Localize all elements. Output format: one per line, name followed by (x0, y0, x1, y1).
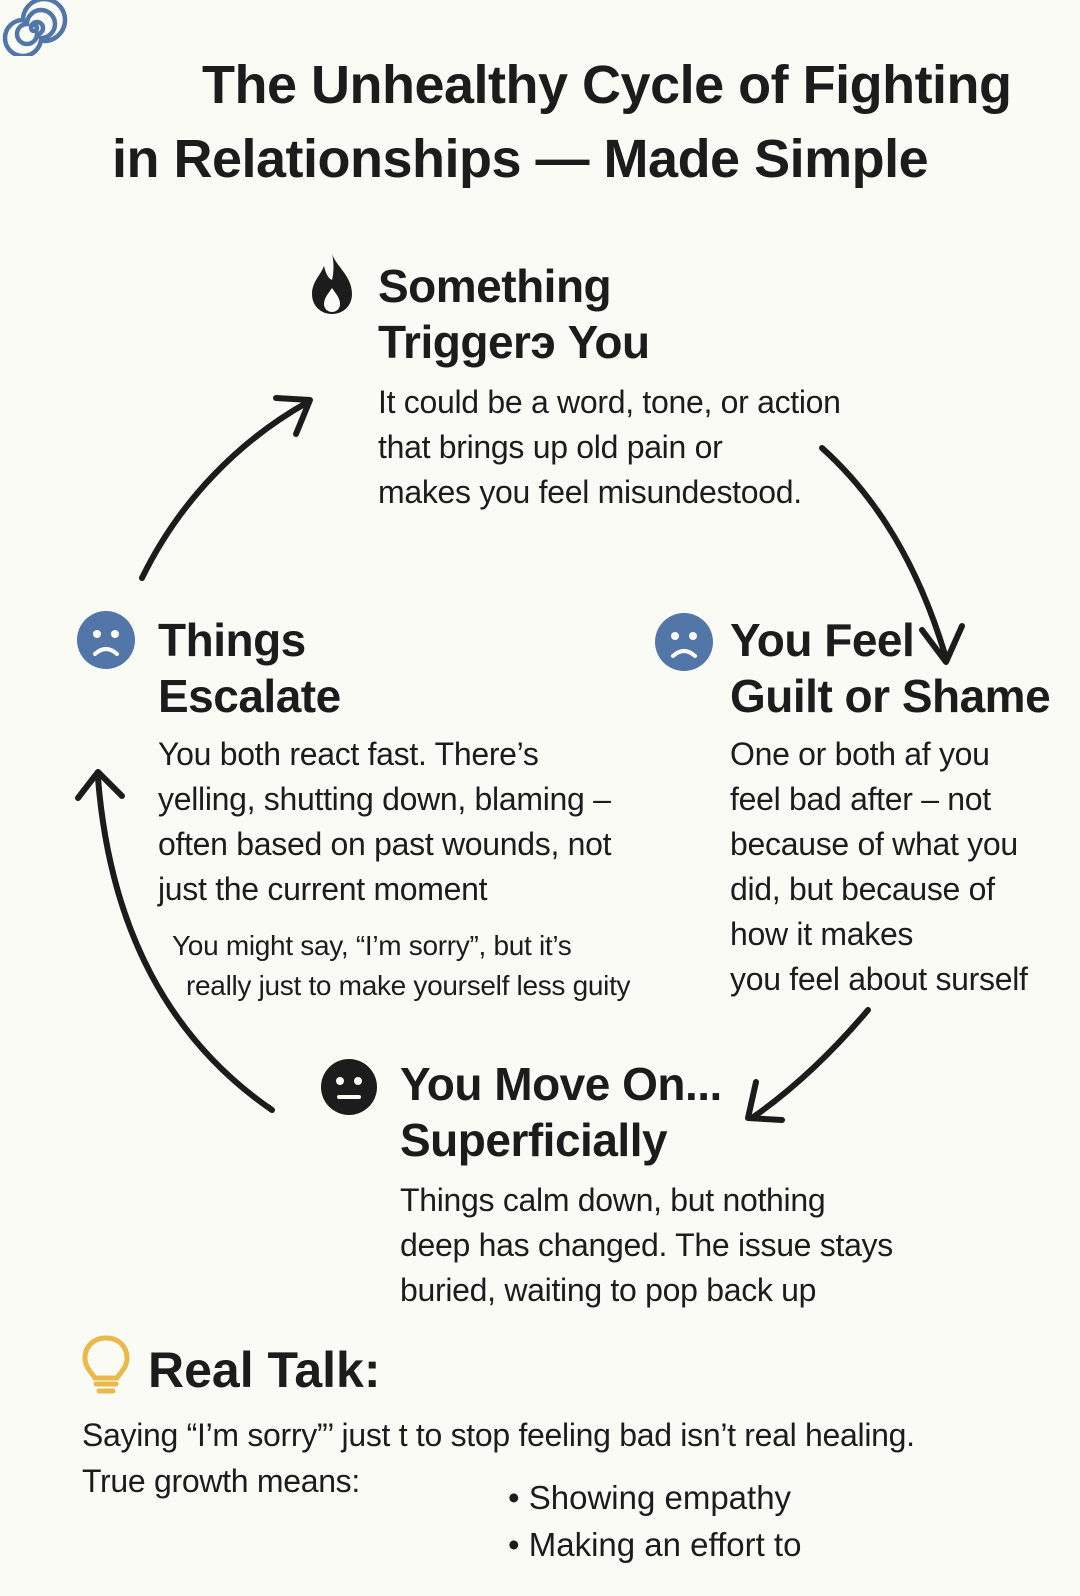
step-escalate-description: You both react fast. There’s yelling, sh… (158, 736, 612, 907)
list-item: Showing empathy (508, 1474, 801, 1521)
flame-icon (312, 254, 352, 314)
neutral-face-icon (321, 1059, 377, 1115)
step-guilt-heading: You Feel Guilt or Shame (730, 614, 1051, 722)
sad-face-icon (77, 611, 135, 669)
step-move-on-heading: You Move On... Superficially (400, 1058, 722, 1166)
step-trigger-description: It could be a word, tone, or action that… (378, 384, 841, 510)
step-move-on-description: Things calm down, but nothing deep has c… (400, 1182, 893, 1308)
real-talk-heading: Real Talk: (148, 1342, 381, 1398)
arrow-guilt-to-move-on (749, 1007, 871, 1121)
spiral-icon (2, 0, 68, 59)
step-escalate-heading: Things Escalate (158, 614, 341, 722)
title-line-2: in Relationships — Made Simple (112, 129, 929, 189)
arrow-escalate-to-trigger (139, 399, 311, 581)
step-escalate-note: You might say, “I’m sorry”, but it’s rea… (172, 930, 631, 1001)
list-item: Making an effort to (508, 1521, 802, 1568)
title-line-1: The Unhealthy Cycle of Fighting (202, 55, 1012, 115)
real-talk-body: Saying “I’m sorry”’ just t to stop feeli… (82, 1417, 915, 1499)
step-guilt-description: One or both af you feel bad after – not … (730, 736, 1028, 997)
step-trigger-heading: Something Triggerэ You (378, 260, 650, 368)
lightbulb-icon (82, 1335, 130, 1394)
real-talk-points: Showing empathy Making an effort to (508, 1474, 802, 1568)
page-title: The Unhealthy Cycle of Fighting in Relat… (112, 48, 1032, 196)
sad-face-icon (655, 613, 713, 671)
